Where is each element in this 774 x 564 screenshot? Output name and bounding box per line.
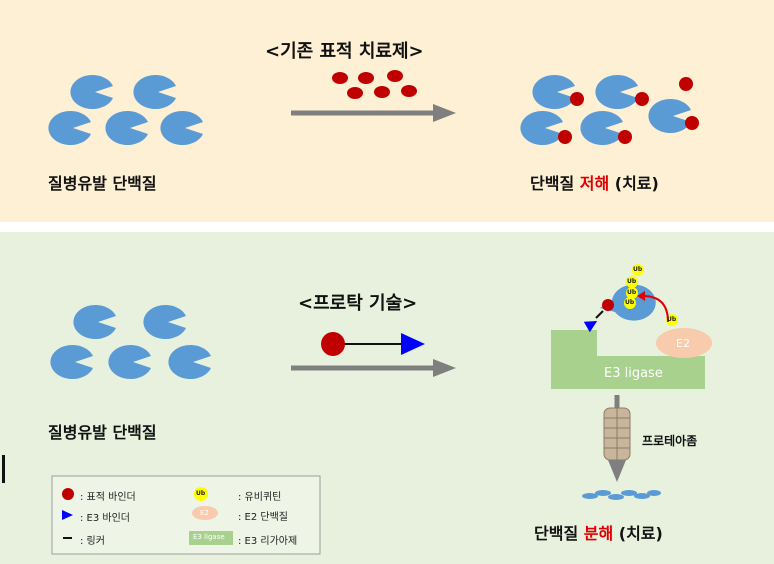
protein	[133, 75, 176, 109]
inhibitor-dot	[332, 72, 348, 84]
inhibitor-dot	[374, 86, 390, 98]
disease-proteins-bottom	[50, 305, 211, 379]
ub-label: Ub	[625, 299, 635, 306]
e2-shape	[656, 328, 712, 358]
inhibitor-dot	[347, 87, 363, 99]
arrow-bottom	[291, 359, 456, 377]
proteasome-label: 프로테아좀	[642, 434, 698, 448]
ubiquitin-chain	[624, 264, 678, 326]
legend-linker: : 링커	[80, 536, 105, 547]
e2-label: E2	[676, 337, 690, 350]
e3-ligase-shape	[551, 330, 705, 389]
ub-label: Ub	[667, 316, 677, 323]
inhibited-proteins	[520, 75, 699, 145]
ub-label: Ub	[627, 278, 637, 285]
disease-proteins-top	[48, 75, 203, 145]
e3-ligase-complex	[551, 264, 712, 389]
edge-bar	[2, 455, 5, 483]
protein	[48, 111, 91, 145]
disease-protein-caption-bottom: 질병유발 단백질	[48, 423, 157, 442]
disease-protein-caption-top: 질병유발 단백질	[48, 174, 157, 193]
protein	[70, 75, 113, 109]
legend-e3-ligase: : E3 리가아제	[238, 536, 298, 547]
legend-e2-protein: : E2 단백질	[238, 512, 289, 523]
inhibition-highlight: 저해	[579, 174, 610, 193]
conventional-therapy-title: <기존 표적 치료제>	[265, 41, 424, 62]
arrow-top	[291, 104, 456, 122]
protein	[105, 111, 148, 145]
inhibitor-dot	[387, 70, 403, 82]
peptide-fragments	[582, 490, 661, 500]
degradation-caption: 단백질 분해 (치료)	[534, 520, 663, 544]
legend-target-binder: : 표적 바인더	[80, 492, 136, 503]
e3-ligase-label: E3 ligase	[604, 366, 663, 381]
inhibitor-dots	[332, 70, 417, 99]
degradation-highlight: 분해	[583, 524, 614, 543]
caption-suffix: (치료)	[613, 524, 663, 543]
legend-e3-icon-label: E3 ligase	[193, 533, 225, 541]
legend-ubiquitin: : 유비퀴틴	[238, 492, 282, 503]
protein	[160, 110, 203, 145]
ub-label: Ub	[627, 289, 637, 296]
proteasome	[603, 395, 631, 482]
legend-e2-icon-label: E2	[200, 509, 209, 517]
caption-prefix: 단백질	[534, 524, 584, 543]
protac-title: <프로탁 기술>	[298, 293, 418, 314]
inhibitor-dot	[401, 85, 417, 97]
inhibition-caption: 단백질 저해 (치료)	[530, 170, 659, 194]
legend-box	[51, 475, 321, 555]
inhibitor-dot	[358, 72, 374, 84]
caption-prefix: 단백질	[530, 174, 580, 193]
protac-molecule	[321, 332, 425, 356]
ub-label: Ub	[633, 266, 643, 273]
legend-ub-icon-label: Ub	[196, 490, 206, 497]
legend-e3-binder: : E3 바인더	[80, 513, 131, 524]
caption-suffix: (치료)	[609, 174, 659, 193]
